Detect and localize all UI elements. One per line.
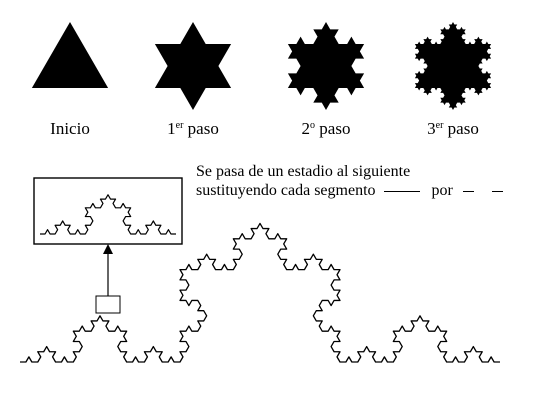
initial-triangle-shape	[31, 22, 109, 88]
zoom-arrow-head	[103, 244, 113, 254]
zoom-source-box	[95, 295, 121, 314]
zoom-inset-box	[33, 177, 183, 245]
step-1-star-shape	[154, 22, 232, 110]
zoomed-koch-curve	[40, 194, 176, 235]
stage-label-step-2: 2o paso	[301, 119, 351, 138]
straight-segment-mark	[383, 191, 420, 192]
stage-label-initial: Inicio	[50, 119, 90, 138]
koch-curve-detail	[20, 222, 500, 363]
description-line-2: sustituyendo cada segmento por	[196, 182, 503, 200]
description-line-1: Se pasa de un estadio al siguiente	[196, 163, 411, 180]
step-3-snowflake-shape	[414, 22, 492, 110]
stage-shapes	[31, 22, 492, 110]
koch-curve-line	[20, 222, 500, 363]
stage-label-step-3: 3er paso	[427, 119, 479, 138]
step-2-snowflake-shape	[287, 22, 365, 110]
koch-generator-mark-right	[491, 191, 503, 192]
stage-label-step-1: 1er paso	[167, 119, 219, 138]
koch-generator-mark-left	[462, 191, 474, 192]
zoom-inset	[33, 177, 183, 314]
